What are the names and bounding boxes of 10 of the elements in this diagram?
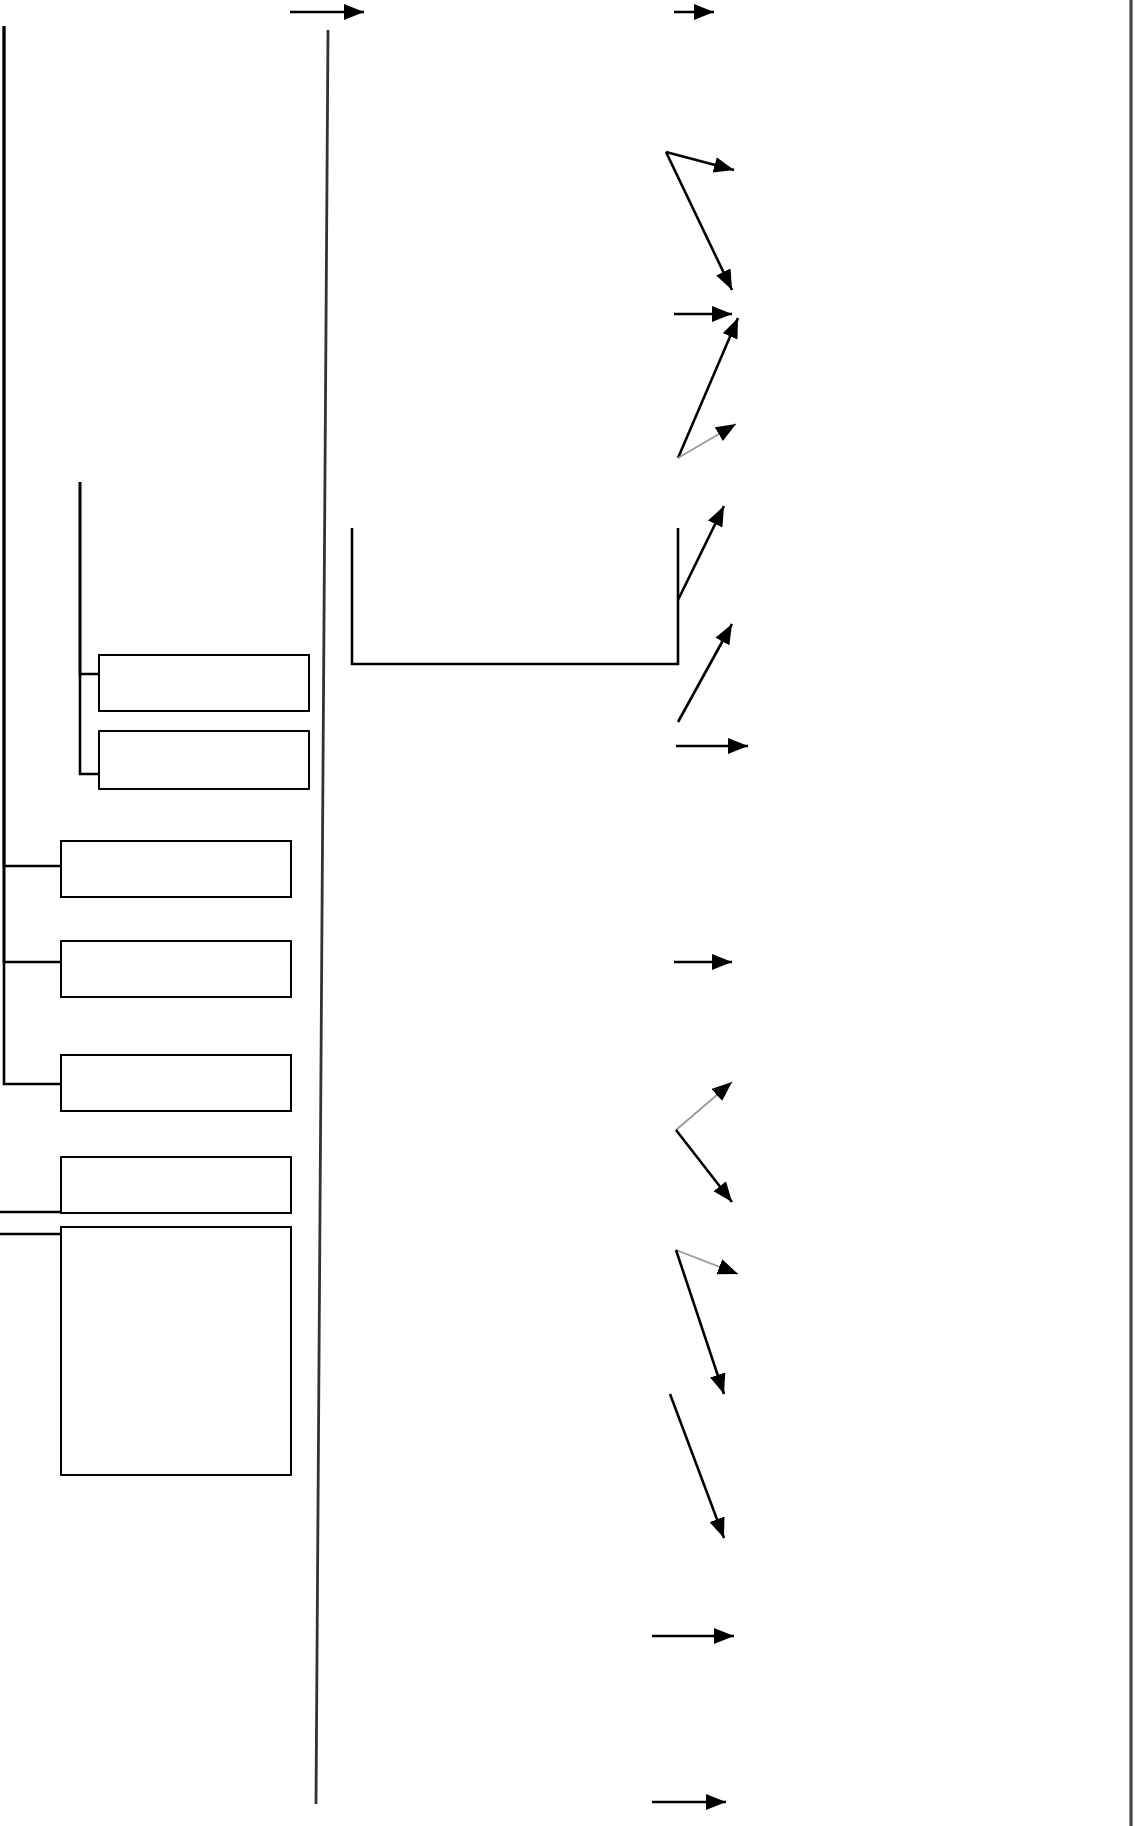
empty-box [60,1054,292,1112]
empty-box [60,840,292,898]
connector-line [78,482,98,776]
empty-box [98,654,310,712]
empty-box [98,730,310,790]
connector-line [0,1210,60,1214]
empty-box [60,1226,292,1476]
empty-box [60,940,292,998]
empty-box [60,1156,292,1214]
connector-line [0,1232,60,1236]
